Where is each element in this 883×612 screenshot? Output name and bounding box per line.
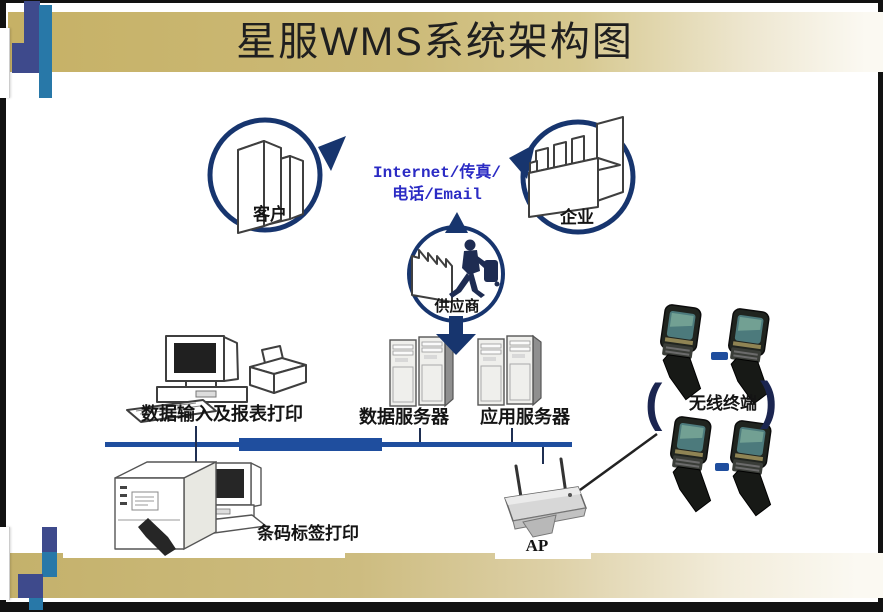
handheld-terminal-icon <box>662 415 723 515</box>
antenna-icon <box>559 457 568 496</box>
supplier-icon <box>407 212 505 323</box>
customer-label: 客户 <box>253 205 287 224</box>
arrow-up-icon <box>445 212 468 233</box>
wireless-paren-right: ) <box>760 372 778 430</box>
decor-square <box>42 552 57 577</box>
arrow-left-icon <box>509 144 535 179</box>
decor-square <box>12 43 39 73</box>
frame-right <box>878 0 883 612</box>
decor-square <box>42 527 57 552</box>
decor-square <box>18 574 43 598</box>
decor-square <box>24 1 40 43</box>
frame-left <box>0 0 6 612</box>
barcode-printer-icon <box>114 460 267 556</box>
arrow-right-icon <box>318 136 346 171</box>
ap-label: AP <box>525 536 549 555</box>
channel-text-line2: 电话/Email <box>392 186 482 204</box>
down-arrow-icon <box>436 316 476 355</box>
footer-band <box>8 553 883 598</box>
frame-bottom <box>0 602 883 612</box>
scanner-gun-icon <box>138 518 176 556</box>
report-printer-icon <box>249 345 307 394</box>
app-server-icon <box>477 335 542 406</box>
workstation-label: 数据输入及报表打印 <box>141 404 303 424</box>
decor-square <box>39 43 52 73</box>
decor-strip <box>0 28 10 98</box>
barcode-label: 条码标签打印 <box>257 524 359 543</box>
data-server-icon <box>389 336 454 407</box>
decor-square <box>39 5 52 43</box>
enterprise-label: 企业 <box>560 208 594 227</box>
antenna-icon <box>514 464 523 499</box>
frame-top <box>0 0 883 3</box>
supplier-label: 供应商 <box>434 298 480 315</box>
slide-title: 星服WMS系统架构图 <box>236 20 634 64</box>
access-point-icon <box>503 457 588 538</box>
network-bus <box>105 438 572 451</box>
app-server-label: 应用服务器 <box>480 407 570 427</box>
data-server-label: 数据服务器 <box>359 407 449 427</box>
ap-to-terminal-link <box>579 432 658 492</box>
decor-square <box>29 598 43 610</box>
workstation-icon <box>126 335 307 423</box>
connector-lines <box>195 426 658 492</box>
link-dash <box>715 463 729 471</box>
decor-square <box>39 73 52 98</box>
title-band <box>8 12 883 72</box>
handheld-terminal-icon <box>722 419 783 519</box>
enterprise-icon <box>509 116 636 235</box>
wireless-paren-left: ( <box>645 374 663 432</box>
customer-icon <box>207 117 346 234</box>
traveler-icon <box>449 239 500 298</box>
link-dash <box>711 352 728 360</box>
wireless-label: 无线终端 <box>689 394 757 413</box>
decor-strip <box>0 527 10 600</box>
channel-text-line1: Internet/传真/ <box>372 164 502 182</box>
